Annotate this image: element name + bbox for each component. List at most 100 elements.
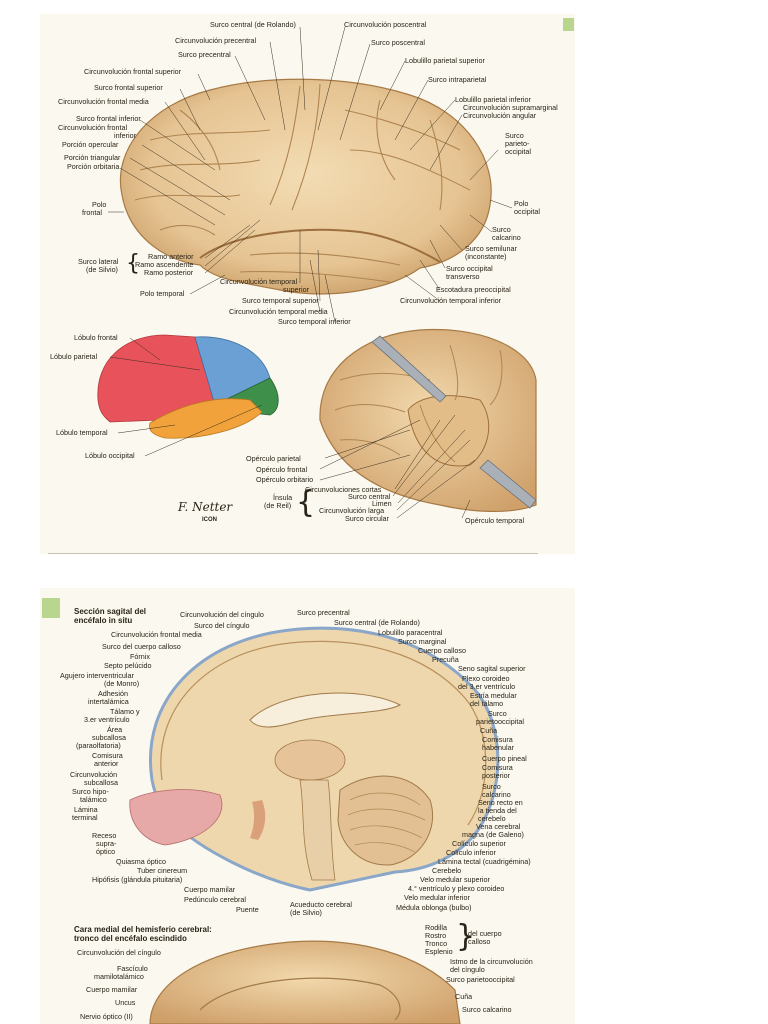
label: Surco intraparietal: [428, 75, 487, 84]
label: Cuerpo mamilar: [184, 885, 236, 894]
label: occipital: [505, 147, 531, 156]
label: Porción orbitaria: [67, 162, 120, 171]
label: Surco frontal superior: [94, 83, 163, 92]
label: Istmo de la circunvolución: [450, 957, 533, 966]
page-divider: [48, 553, 538, 554]
label: Lámina tectal (cuadrigémina): [438, 857, 531, 866]
label: frontal: [82, 208, 102, 217]
label: Circunvolución supramarginal: [463, 103, 558, 112]
label: parietooccipital: [476, 717, 524, 726]
label: Circunvolución: [70, 770, 118, 779]
label: calcarino: [482, 790, 511, 799]
label: calloso: [468, 937, 491, 946]
label: Ínsula: [273, 493, 293, 502]
label: Surco hipo-: [72, 787, 109, 796]
label: Agujero interventricular: [60, 671, 134, 680]
lateral-brain: [119, 78, 492, 295]
label: Vena cerebral: [476, 822, 521, 831]
section-title: Cara medial del hemisferio cerebral:: [74, 925, 212, 934]
label: Surco: [488, 709, 507, 718]
label: Tálamo y: [110, 707, 140, 716]
label: Circunvolución temporal inferior: [400, 296, 502, 305]
label: Puente: [236, 905, 259, 914]
label: calcarino: [492, 233, 521, 242]
label: Circunvolución poscentral: [344, 20, 427, 29]
medial-brain: [149, 940, 461, 1024]
label: del cíngulo: [450, 965, 485, 974]
label: Surco: [492, 225, 511, 234]
page-tab-marker: [42, 598, 60, 618]
label: Esplenio: [425, 947, 453, 956]
label: Quiasma óptico: [116, 857, 166, 866]
label: Surco del cuerpo calloso: [102, 642, 181, 651]
sagittal-brain: [129, 626, 500, 892]
label: Uncus: [115, 998, 136, 1007]
label: magna (de Galeno): [462, 830, 524, 839]
label: (de Silvio): [86, 265, 118, 274]
label: Surco del cíngulo: [194, 621, 250, 630]
label: Precuña: [432, 655, 459, 664]
label: Cerebelo: [432, 866, 462, 875]
label: Porción triangular: [64, 153, 121, 162]
label: (de Silvio): [290, 908, 322, 917]
label: transverso: [446, 272, 480, 281]
label: Rodilla: [425, 923, 447, 932]
label: Cuerpo calloso: [418, 646, 466, 655]
label: Limen: [372, 499, 392, 508]
label: Velo medular superior: [420, 875, 490, 884]
label: superior: [283, 285, 309, 294]
label: Circunvolución frontal: [58, 123, 128, 132]
label: (de Monro): [104, 679, 140, 688]
label: supra-: [96, 839, 117, 848]
label: Rostro: [425, 931, 447, 940]
label: Acueducto cerebral: [290, 900, 352, 909]
label: Opérculo temporal: [465, 516, 525, 525]
label: inferior: [114, 131, 136, 140]
label: Polo: [92, 200, 107, 209]
lobes-brain: [97, 334, 279, 439]
label: Pedúnculo cerebral: [184, 895, 246, 904]
label: Surco temporal superior: [242, 296, 319, 305]
label: talámico: [80, 795, 107, 804]
label: Lámina: [74, 805, 98, 814]
label: Área: [107, 725, 123, 734]
section-title: encéfalo in situ: [74, 616, 133, 625]
brace-icon: {: [296, 485, 316, 520]
artist-signature: F. Netter: [178, 500, 233, 514]
label: Circunvolución precentral: [175, 36, 257, 45]
label: subcallosa: [92, 733, 126, 742]
label: Fórnix: [130, 652, 150, 661]
label: Cuña: [480, 726, 498, 735]
label: Circunvolución temporal: [220, 277, 298, 286]
label: Opérculo frontal: [256, 465, 308, 474]
label: (de Reil): [264, 501, 292, 510]
label: Surco: [505, 131, 524, 140]
label: Opérculo parietal: [246, 454, 301, 463]
label: Seno sagital superior: [458, 664, 526, 673]
label: mamilotalámico: [94, 972, 144, 981]
label: Septo pelúcido: [104, 661, 152, 670]
label: Surco precentral: [297, 608, 350, 617]
label: Médula oblonga (bulbo): [396, 903, 472, 912]
label: Circunvolución frontal superior: [84, 67, 182, 76]
label: Circunvolución frontal media: [58, 97, 149, 106]
label: Circunvolución del cíngulo: [77, 948, 161, 957]
label: 4.° ventrículo y plexo coroideo: [408, 884, 505, 893]
label: del tálamo: [470, 699, 504, 708]
label: Circunvolución del cíngulo: [180, 610, 264, 619]
label: (inconstante): [465, 252, 507, 261]
label: Lobulillo parietal superior: [405, 56, 485, 65]
page-tab-marker: [563, 18, 574, 31]
label: Surco temporal inferior: [278, 317, 351, 326]
label: Tronco: [425, 939, 448, 948]
label: la tienda del: [478, 806, 517, 815]
label: Comisura: [92, 751, 123, 760]
label: Surco frontal inferior: [76, 114, 141, 123]
label: Plexo coroideo: [462, 674, 510, 683]
label: Nervio óptico (II): [80, 1012, 133, 1021]
label: Fascículo: [117, 964, 148, 973]
label: del cuerpo: [468, 929, 502, 938]
label: Cuerpo mamilar: [86, 985, 138, 994]
label: del 3.er ventrículo: [458, 682, 516, 691]
label: Surco precentral: [178, 50, 231, 59]
